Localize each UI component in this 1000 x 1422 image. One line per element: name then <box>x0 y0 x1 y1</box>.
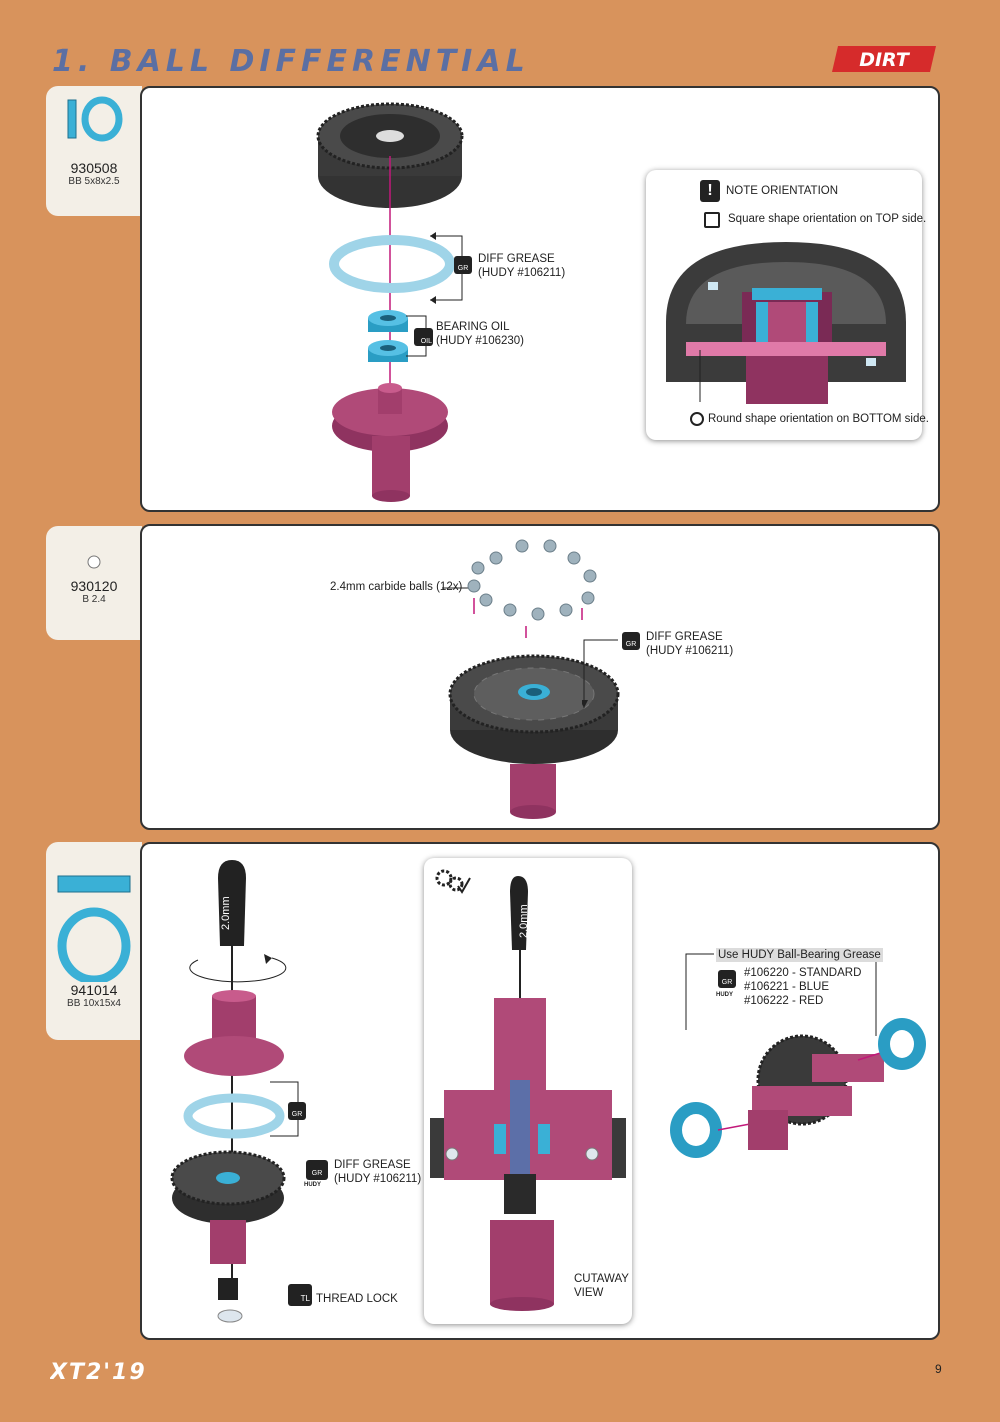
tool-size-label: 2.0mm <box>220 896 232 930</box>
xt2-logo: XT2'19 <box>50 1360 147 1382</box>
grease-option: #106221 - BLUE <box>744 981 830 993</box>
part-desc: B 2.4 <box>82 594 106 605</box>
step2-part-tab: 930120 B 2.4 <box>46 526 142 640</box>
diff-grease-label: DIFF GREASE(HUDY #106211) <box>334 1159 422 1185</box>
gr-grease-icon: GR <box>718 970 736 988</box>
hex-driver-assembly-diagram <box>170 860 287 1323</box>
step3-part-tab: 941014 BB 10x15x4 <box>46 842 142 1040</box>
bearing-icon <box>57 875 131 982</box>
gr-grease-icon: GR <box>622 632 640 650</box>
bearing-icon <box>67 96 123 142</box>
part-desc: BB 10x15x4 <box>67 998 121 1009</box>
square-orientation-text: Square shape orientation on TOP side. <box>728 213 927 225</box>
part-code: 930508 <box>70 160 118 176</box>
cutaway-diagram <box>430 876 626 1311</box>
hudy-logo: HUDY <box>716 992 734 998</box>
grease-option: #106220 - STANDARD <box>744 967 862 979</box>
hudy-grease-title: Use HUDY Ball-Bearing Grease <box>716 948 883 962</box>
round-orientation-text: Round shape orientation on BOTTOM side. <box>708 413 929 425</box>
step1-panel: GR DIFF GREASE(HUDY #106211) OIL BEARING… <box>140 86 940 512</box>
diff-exploded-diagram <box>316 102 464 502</box>
round-shape-icon <box>690 412 704 426</box>
page-title: 1. BALL DIFFERENTIAL <box>52 44 530 79</box>
oil-icon: OIL <box>414 328 433 346</box>
part-desc: BB 5x8x2.5 <box>68 176 120 187</box>
thread-lock-label: THREAD LOCK <box>316 1293 398 1305</box>
hudy-logo: HUDY <box>304 1182 322 1188</box>
gr-grease-icon: GR <box>454 256 472 274</box>
page-number: 9 <box>935 1362 942 1376</box>
step3-panel: 2.0mm GR GR HUDY DIFF GREASE(HUDY #10621… <box>140 842 940 1340</box>
part-code: 941014 <box>70 982 118 998</box>
square-shape-icon <box>704 212 720 228</box>
tool-size-label: 2.0mm <box>518 904 530 938</box>
warning-icon: ! <box>700 180 720 202</box>
bearing-install-diagram <box>670 1018 926 1158</box>
note-orientation-inset: ! NOTE ORIENTATION Square shape orientat… <box>646 170 929 440</box>
settings-gears-icon <box>435 869 471 894</box>
grease-bracket <box>582 639 618 708</box>
dirt-logo: DIRT <box>832 46 936 72</box>
grease-options-list: #106220 - STANDARD #106221 - BLUE #10622… <box>744 966 861 1008</box>
diff-grease-label: DIFF GREASE(HUDY #106211) <box>478 253 566 279</box>
step2-panel: 2.4mm carbide balls (12x) GR DIFF GREASE… <box>140 524 940 830</box>
step1-part-tab: 930508 BB 5x8x2.5 <box>46 86 142 216</box>
gr-grease-icon: GR <box>288 1102 306 1120</box>
carbide-balls-label: 2.4mm carbide balls (12x) <box>330 581 463 593</box>
note-title: NOTE ORIENTATION <box>726 185 839 197</box>
grease-option: #106222 - RED <box>744 995 824 1007</box>
gear-cutaway-diagram <box>666 242 906 404</box>
part-code: 930120 <box>70 578 118 594</box>
ball-icon <box>87 555 101 569</box>
brand-text: DIRT <box>859 49 911 71</box>
right-bearing <box>878 1018 926 1070</box>
diff-grease-label: DIFF GREASE(HUDY #106211) <box>646 631 734 657</box>
gr-grease-icon: GR <box>306 1160 328 1180</box>
ball-placement-diagram <box>442 539 620 819</box>
left-bearing <box>670 1102 722 1158</box>
bearing-oil-label: BEARING OIL(HUDY #106230) <box>436 321 525 347</box>
thread-lock-icon: TL <box>288 1284 312 1306</box>
footer-logo-text: XT2'19 <box>50 1360 147 1382</box>
